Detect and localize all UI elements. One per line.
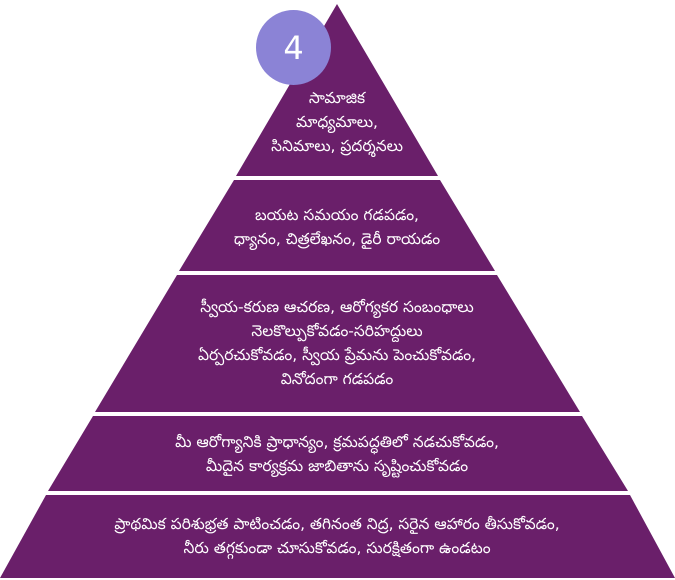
- number-badge: 4: [256, 10, 331, 85]
- tier-5-text: ప్రాథమిక పరిశుభ్రత పాటించడం, తగినంత నిద్…: [17, 512, 657, 560]
- tier-2-line-1: బయట సమయం గడపడం,: [254, 206, 419, 224]
- pyramid-tier-1: [236, 4, 438, 176]
- tier-1-line-2: మాధ్యమాలు,: [296, 113, 378, 131]
- tier-5-line-2: నీరు తగ్గకుండా చూసుకోవడం, సురక్షితంగా ఉం…: [183, 539, 491, 557]
- pyramid-tier-5: [0, 495, 675, 578]
- badge-number: 4: [283, 28, 304, 67]
- tier-3-text: స్వీయ-కరుణ ఆచరణ, ఆరోగ్యకర సంబంధాలు నెలకొ…: [107, 295, 567, 391]
- tier-1-line-3: సినిమాలు, ప్రదర్శనలు: [271, 137, 403, 155]
- tier-3-line-4: వినోదంగా గడపడం: [280, 370, 394, 388]
- tier-3-line-3: ఏర్పరచుకోవడం, స్వీయ ప్రేమను పెంచుకోవడం,: [198, 346, 476, 364]
- tier-4-line-2: మీదైన కార్యక్రమ జాబితాను సృష్టించుకోవడం: [205, 457, 469, 475]
- tier-1-line-1: సామాజిక: [308, 89, 366, 107]
- pyramid-tier-4: [48, 416, 628, 491]
- pyramid-tier-3: [95, 275, 580, 412]
- tier-2-text: బయట సమయం గడపడం, ధ్యానం, చిత్రలేఖనం, డైరీ…: [187, 203, 487, 251]
- tier-5-line-1: ప్రాథమిక పరిశుభ్రత పాటించడం, తగినంత నిద్…: [114, 515, 560, 533]
- tier-4-line-1: మీ ఆరోగ్యానికి ప్రాధాన్యం, క్రమపద్ధతిలో …: [175, 433, 499, 451]
- tier-2-line-2: ధ్యానం, చిత్రలేఖనం, డైరీ రాయడం: [233, 230, 441, 248]
- tier-3-line-2: నెలకొల్పుకోవడం-సరిహద్దులు: [251, 322, 423, 340]
- tier-3-line-1: స్వీయ-కరుణ ఆచరణ, ఆరోగ్యకర సంబంధాలు: [200, 298, 474, 316]
- pyramid-tier-2: [179, 180, 495, 271]
- tier-1-text: సామాజిక మాధ్యమాలు, సినిమాలు, ప్రదర్శనలు: [237, 86, 437, 158]
- tier-4-text: మీ ఆరోగ్యానికి ప్రాధాన్యం, క్రమపద్ధతిలో …: [72, 430, 602, 478]
